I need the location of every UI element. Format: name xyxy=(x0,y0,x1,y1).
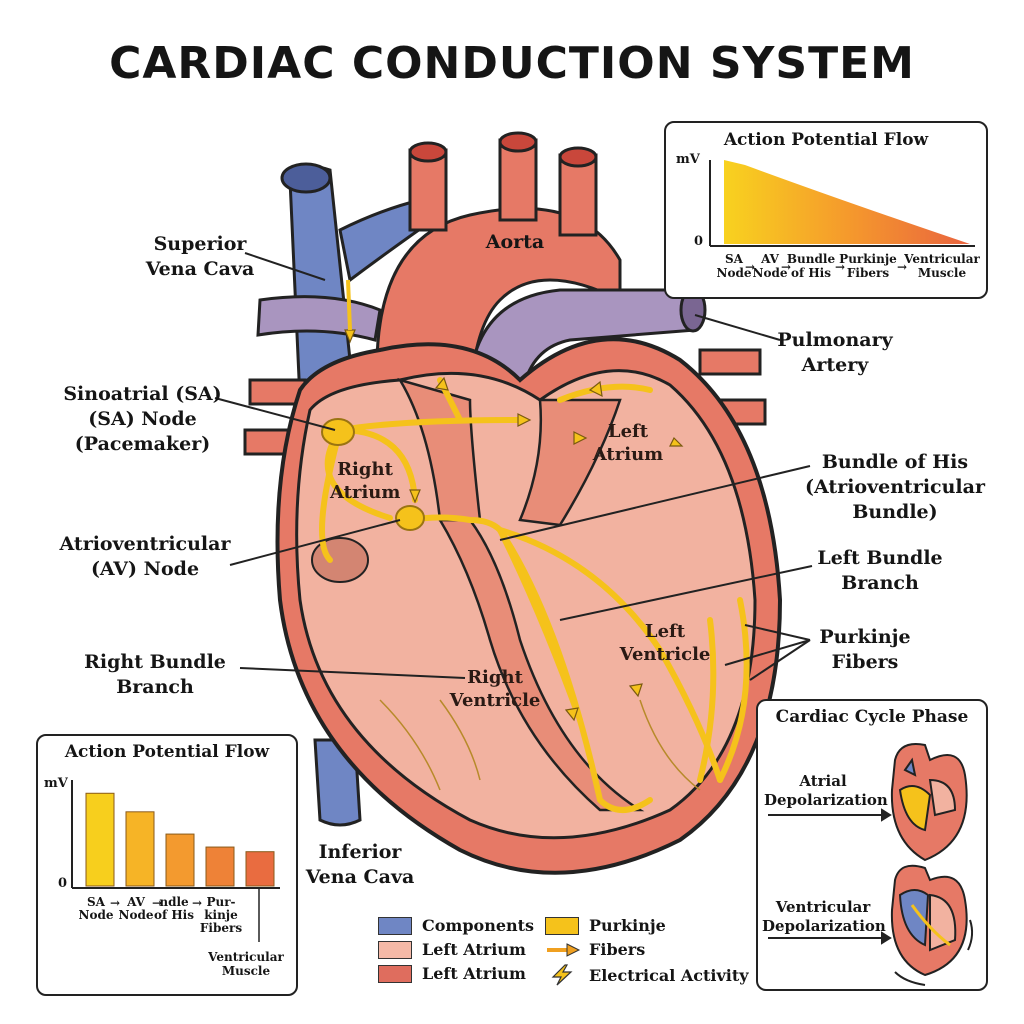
lightning-icon xyxy=(551,964,573,986)
bottom-chart-y-zero: 0 xyxy=(58,876,68,891)
arrow-icon xyxy=(547,942,581,957)
bar-label-0: SA Node xyxy=(78,895,114,922)
top-arrow-0: → xyxy=(744,260,756,274)
top-arrow-1: → xyxy=(780,260,792,274)
label-sa-node: Sinoatrial (SA)(SA) Node(Pacemaker) xyxy=(63,383,222,455)
bar-label-1: AV Node xyxy=(118,895,154,922)
bar-1 xyxy=(125,811,155,887)
sa-node xyxy=(321,418,355,446)
legend-swatch xyxy=(378,916,412,935)
bar-label-4: Ventricular Muscle xyxy=(208,950,284,978)
top-chart-title: Action Potential Flow xyxy=(723,130,929,150)
page-title: CARDIAC CONDUCTION SYSTEM xyxy=(109,38,915,89)
legend-item-components: Components xyxy=(378,916,534,935)
mini-heart-ventricular xyxy=(890,864,968,977)
bar-label-3: Pur- kinje Fibers xyxy=(199,895,243,935)
legend-swatch xyxy=(545,916,579,935)
legend-item-purkinje: Purkinje xyxy=(545,916,666,935)
flow-arrows xyxy=(344,329,684,722)
bar-2 xyxy=(165,833,195,887)
top-arrow-3: → xyxy=(896,260,908,274)
legend-swatch xyxy=(378,964,412,983)
top-chart-y-label: mV xyxy=(676,152,700,167)
bottom-chart-y-label: mV xyxy=(44,776,68,791)
legend-item-left-atrium-light: Left Atrium xyxy=(378,940,526,959)
bar-label-2: ndle of His xyxy=(154,895,194,922)
bar-arrow-1: → xyxy=(151,896,163,910)
legend-item-fibers: Fibers xyxy=(545,940,645,959)
conduction-pathways xyxy=(319,377,750,813)
legend-item-electrical-activity: Electrical Activity xyxy=(545,964,749,986)
bar-0 xyxy=(85,792,115,887)
bar-4 xyxy=(245,851,275,887)
top-chart-y-zero: 0 xyxy=(694,234,704,249)
legend-swatch xyxy=(378,940,412,959)
top-chart-fill xyxy=(724,160,970,244)
bottom-chart-title: Action Potential Flow xyxy=(64,742,270,762)
bar-arrow-2: → xyxy=(191,896,203,910)
bar-arrow-0: → xyxy=(109,896,121,910)
septum xyxy=(437,518,645,812)
legend-item-left-atrium-dark: Left Atrium xyxy=(378,964,526,983)
mini-heart-atrial xyxy=(890,743,968,862)
av-node xyxy=(395,505,425,531)
top-arrow-2: → xyxy=(834,260,846,274)
arrow-atrial xyxy=(768,808,892,945)
label-aorta: Aorta xyxy=(485,231,545,253)
bar-3 xyxy=(205,846,235,887)
label-av-node: Atrioventricular(AV) Node xyxy=(59,533,231,580)
cardiac-cycle-title: Cardiac Cycle Phase xyxy=(775,707,969,727)
